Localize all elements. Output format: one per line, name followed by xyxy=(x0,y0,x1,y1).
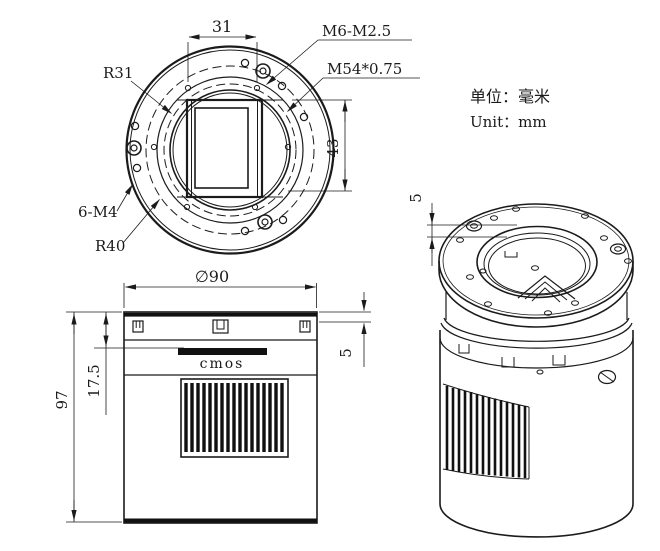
front-mount-holes xyxy=(126,58,309,236)
front-view: 31 43 M6-M2.5 M54*0.75 R31 6-M4 R40 xyxy=(78,17,420,255)
iso-flange-holes xyxy=(456,206,632,316)
dim-diameter-label: ∅90 xyxy=(195,267,229,286)
units-line-zh: 单位：毫米 xyxy=(470,87,550,106)
sensor-bar xyxy=(178,348,267,355)
bolt-circle-r40 xyxy=(145,65,315,235)
side-view: cmos ∅90 17.5 97 xyxy=(53,267,371,524)
sensor-window xyxy=(177,98,283,199)
m25-holes xyxy=(150,84,292,211)
front-plate-tabs xyxy=(132,319,311,334)
iso-heatsink-vents xyxy=(442,383,530,480)
dim-total-height: 97 xyxy=(53,311,122,523)
iso-thumb-screw xyxy=(597,369,617,385)
iso-view: 5 xyxy=(407,193,634,538)
dim-opening-height: 43 xyxy=(288,99,352,192)
label-r31: R31 xyxy=(103,64,133,82)
iso-body xyxy=(439,330,634,538)
units-line-en: Unit：mm xyxy=(470,113,547,131)
base-plate-edge xyxy=(124,518,317,523)
dim-5-side-label: 5 xyxy=(337,348,355,358)
counterbore-holes xyxy=(126,63,273,230)
front-plate-edge xyxy=(124,312,317,317)
front-labels: M6-M2.5 M54*0.75 R31 6-M4 R40 xyxy=(78,22,420,255)
heatsink-vents xyxy=(180,378,289,458)
bolt-circle-r31 xyxy=(163,83,297,217)
label-6-m4: 6-M4 xyxy=(78,203,118,221)
units-note: 单位：毫米 Unit：mm xyxy=(470,87,550,131)
iso-opening-notch xyxy=(504,251,518,258)
m54-thread-circle xyxy=(169,89,291,211)
label-m6-m2.5: M6-M2.5 xyxy=(322,22,391,40)
iso-sensor xyxy=(479,265,576,303)
dim-97-label: 97 xyxy=(53,390,71,409)
dim-31-label: 31 xyxy=(212,17,232,36)
dim-43-label: 43 xyxy=(324,138,342,157)
dim-hole-spacing: 31 xyxy=(187,17,258,82)
label-r40: R40 xyxy=(95,237,125,255)
iso-mid-ring xyxy=(440,292,633,385)
front-body-circles xyxy=(125,45,335,255)
iso-flange xyxy=(438,203,634,328)
cmos-label: cmos xyxy=(200,356,245,372)
sensor-rectangle xyxy=(194,107,249,189)
dim-flange-thickness-iso: 5 xyxy=(407,193,517,266)
dim-17-5-label: 17.5 xyxy=(85,364,103,397)
dim-sensor-depth: 17.5 xyxy=(85,312,184,415)
dim-5-iso-label: 5 xyxy=(407,193,425,203)
label-m54-thread: M54*0.75 xyxy=(327,60,402,78)
iso-opening xyxy=(476,225,598,299)
dim-diameter: ∅90 xyxy=(123,267,317,308)
side-body-outline xyxy=(123,311,318,524)
dim-flange-thickness-side: 5 xyxy=(319,292,371,367)
m4-holes xyxy=(130,58,309,236)
